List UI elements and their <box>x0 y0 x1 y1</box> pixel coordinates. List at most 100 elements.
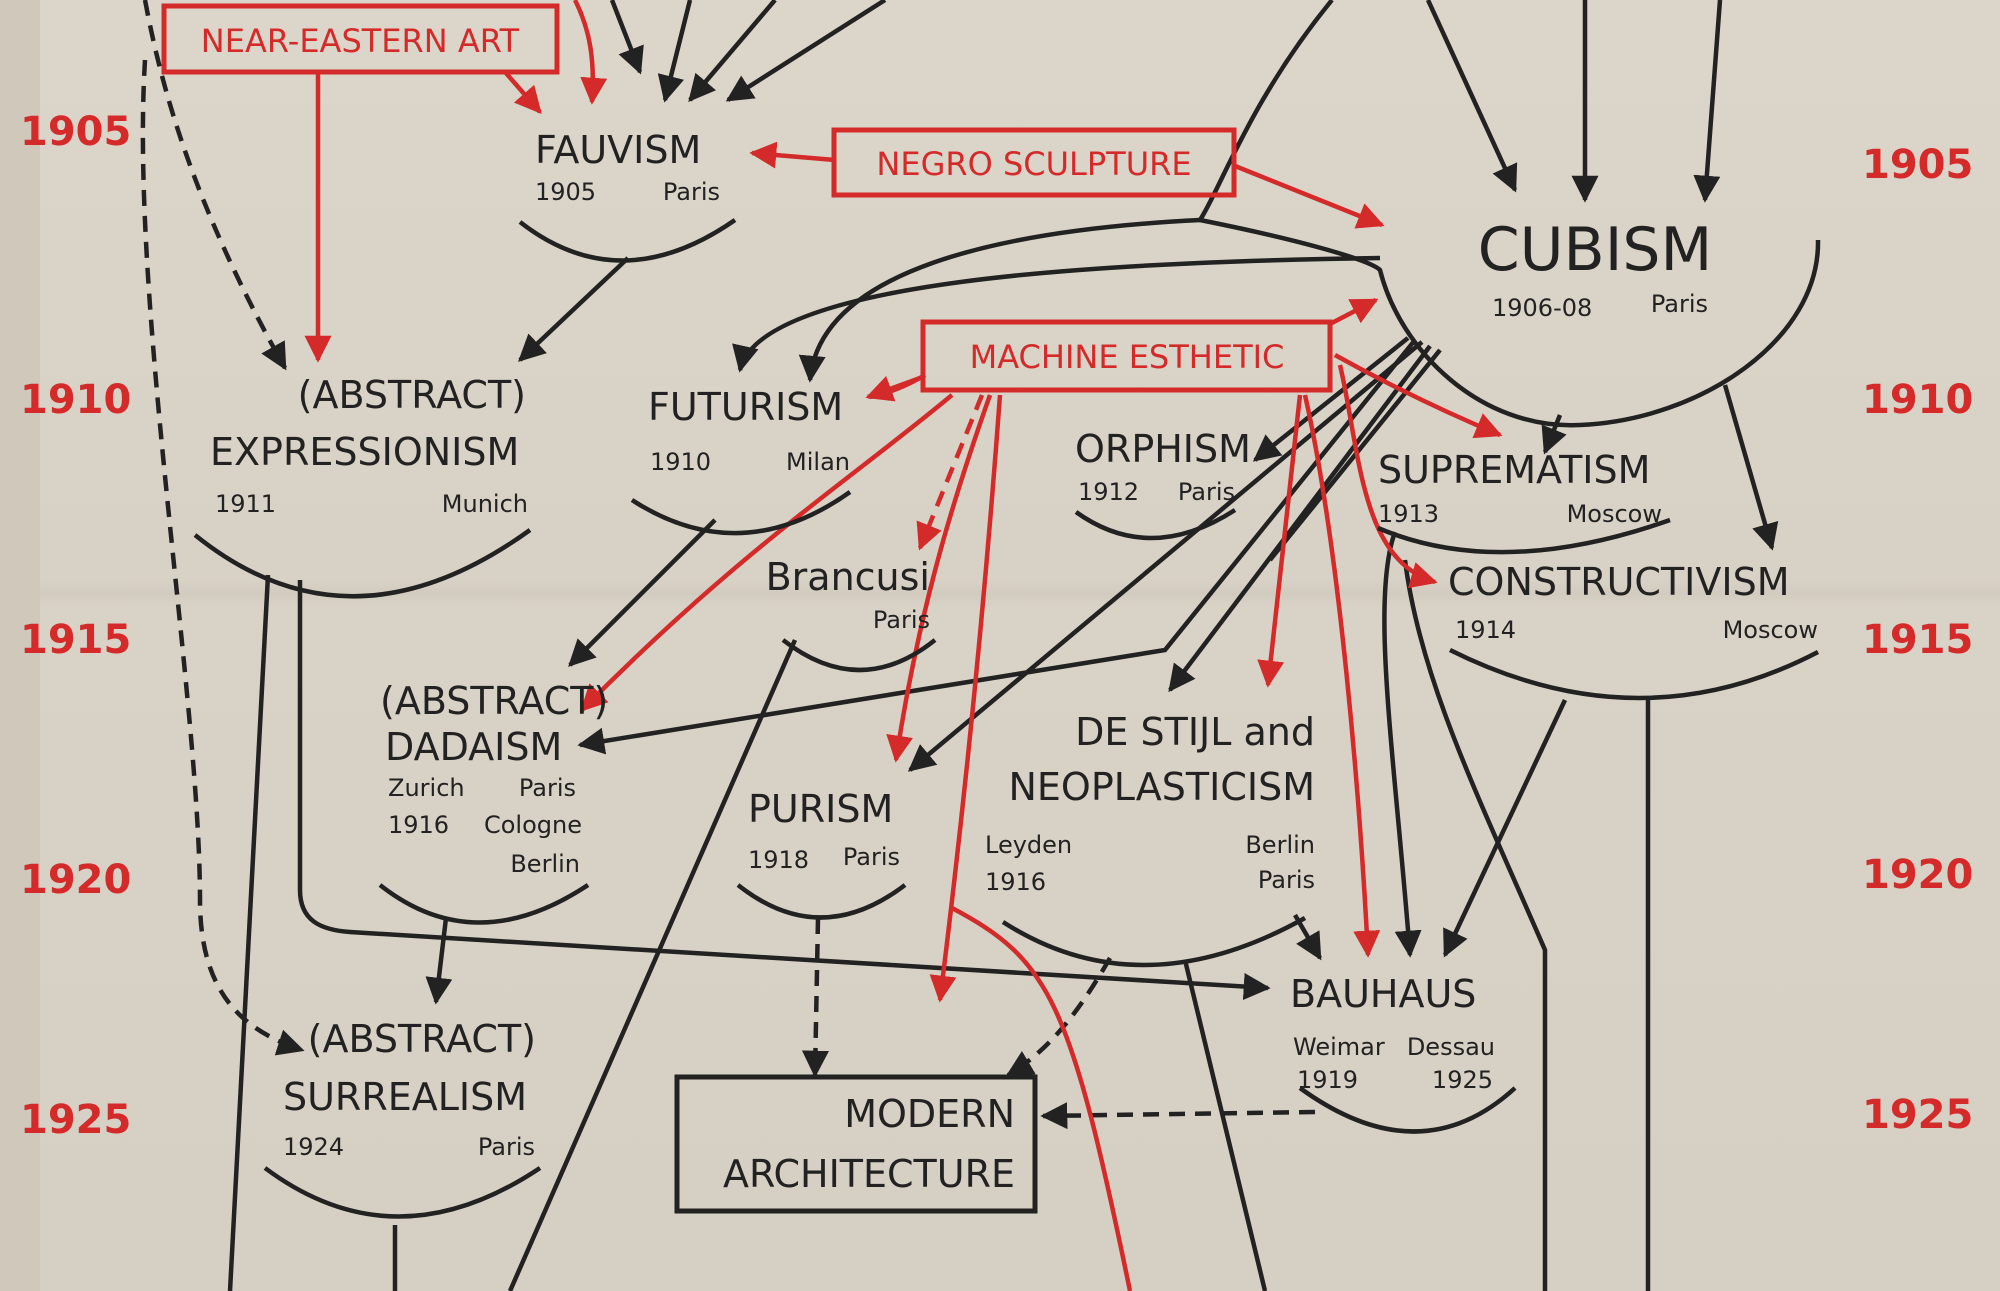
influence-negro-sculpture: NEGRO SCULPTURE <box>831 127 1237 198</box>
futurism-arc <box>630 490 852 536</box>
movement-surrealism: (ABSTRACT) SURREALISM 1924 Paris <box>283 1017 536 1161</box>
influence-near-eastern-art: NEAR-EASTERN ART <box>161 3 560 75</box>
connector <box>1302 394 1381 958</box>
year-axis-right: 1905 1910 1915 1920 1925 <box>1862 142 1973 1138</box>
dashed-connector <box>916 394 985 551</box>
movement-futurism: FUTURISM 1910 Milan <box>648 385 850 476</box>
brancusi-arc <box>781 638 937 673</box>
connector <box>572 0 608 105</box>
connector <box>518 256 630 362</box>
year-label: 1915 <box>1862 617 1973 663</box>
movement-orphism: ORPHISM 1912 Paris <box>1075 427 1251 506</box>
modern-architecture: MODERN ARCHITECTURE <box>674 1074 1038 1214</box>
connector <box>609 0 644 75</box>
machine-esthetic-label: MACHINE ESTHETIC <box>970 338 1285 376</box>
connector <box>907 340 1424 772</box>
movement-arcs <box>193 218 1820 1219</box>
connector <box>507 639 798 1291</box>
dashed-connector <box>140 59 305 1056</box>
movement-expressionism: (ABSTRACT) EXPRESSIONISM 1911 Munich <box>210 373 528 518</box>
movement-prefix: (ABSTRACT) <box>380 679 608 723</box>
movement-name-line1: DE STIJL and <box>1075 710 1315 754</box>
dashed-connector <box>142 0 287 371</box>
connector <box>577 338 1417 755</box>
dashed-connector <box>801 917 829 1078</box>
year-label: 1910 <box>1862 377 1973 423</box>
movement-prefix: (ABSTRACT) <box>298 373 526 417</box>
year-label: 1905 <box>20 109 131 155</box>
connector <box>1257 394 1303 688</box>
movement-name: CUBISM <box>1478 215 1713 285</box>
movement-name: FUTURISM <box>648 385 843 429</box>
movement-bauhaus: BAUHAUS Weimar Dessau 1919 1925 <box>1290 972 1495 1094</box>
near-eastern-art-box <box>161 3 560 75</box>
connector <box>227 574 271 1291</box>
year-label: 1915 <box>20 617 131 663</box>
movement-year: 1916 <box>985 868 1046 896</box>
connector <box>749 141 836 169</box>
movement-dadaism: (ABSTRACT) DADAISM Zurich Paris 1916 Col… <box>380 679 608 878</box>
connector <box>568 518 717 667</box>
connector <box>688 0 777 103</box>
movement-place: Milan <box>786 448 850 476</box>
movement-year: 1918 <box>748 846 809 874</box>
connector <box>732 255 1381 373</box>
modern-architecture-line2: ARCHITECTURE <box>723 1152 1015 1196</box>
bauhaus-arc <box>1298 1086 1517 1134</box>
connector <box>1182 959 1268 1291</box>
movement-name: DADAISM <box>385 725 562 769</box>
movement-suprematism: SUPREMATISM 1913 Moscow <box>1378 448 1662 528</box>
movement-name: PURISM <box>748 787 893 831</box>
movement-year: 1910 <box>650 448 711 476</box>
connector <box>798 217 1201 383</box>
movement-purism: PURISM 1918 Paris <box>748 787 900 874</box>
movement-place: Dessau <box>1407 1033 1495 1061</box>
suprematism-arc <box>1377 517 1671 555</box>
modern-architecture-line1: MODERN <box>844 1092 1015 1136</box>
movement-place: Cologne <box>484 811 582 839</box>
dashed-connector <box>1040 1102 1316 1130</box>
left-edge-shadow <box>0 0 40 1291</box>
de-stijl-arc <box>1001 916 1307 968</box>
movement-place: Paris <box>1258 866 1315 894</box>
connector <box>1442 699 1568 958</box>
movement-place: Moscow <box>1567 500 1662 528</box>
movement-year: 1925 <box>1432 1066 1493 1094</box>
movement-place: Paris <box>663 178 720 206</box>
connector <box>725 0 887 102</box>
year-axis-left: 1905 1910 1915 1920 1925 <box>20 109 131 1143</box>
movement-place: Paris <box>1651 290 1708 318</box>
connector <box>297 580 1271 1000</box>
year-label: 1920 <box>1862 852 1973 898</box>
constructivism-arc <box>1448 647 1820 701</box>
movement-year: 1916 <box>388 811 449 839</box>
connector <box>503 70 542 115</box>
movement-place: Berlin <box>510 850 580 878</box>
connector <box>1252 336 1410 462</box>
connector <box>1234 163 1385 229</box>
year-label: 1925 <box>1862 1092 1973 1138</box>
movement-year: 1924 <box>283 1133 344 1161</box>
machine-esthetic-box <box>920 319 1333 393</box>
movement-prefix: (ABSTRACT) <box>308 1017 536 1061</box>
movement-place: Zurich <box>388 774 465 802</box>
cubism-circle <box>1196 0 1821 428</box>
movement-year: 1911 <box>215 490 276 518</box>
connector <box>886 394 993 763</box>
expressionism-arc <box>193 528 532 599</box>
movement-cubism: CUBISM 1906-08 Paris <box>1478 215 1713 322</box>
movement-place: Berlin <box>1245 831 1315 859</box>
connector <box>1541 414 1567 455</box>
negro-sculpture-box <box>831 127 1237 198</box>
surrealism-arc <box>263 1166 542 1219</box>
movement-name: CONSTRUCTIVISM <box>1448 560 1789 604</box>
movement-name: ORPHISM <box>1075 427 1251 471</box>
year-label: 1905 <box>1862 142 1973 188</box>
movement-place: Moscow <box>1723 616 1818 644</box>
connector <box>1326 298 1379 327</box>
connector <box>1722 384 1779 551</box>
black-connections <box>140 0 1821 1291</box>
year-label: 1925 <box>20 1097 131 1143</box>
